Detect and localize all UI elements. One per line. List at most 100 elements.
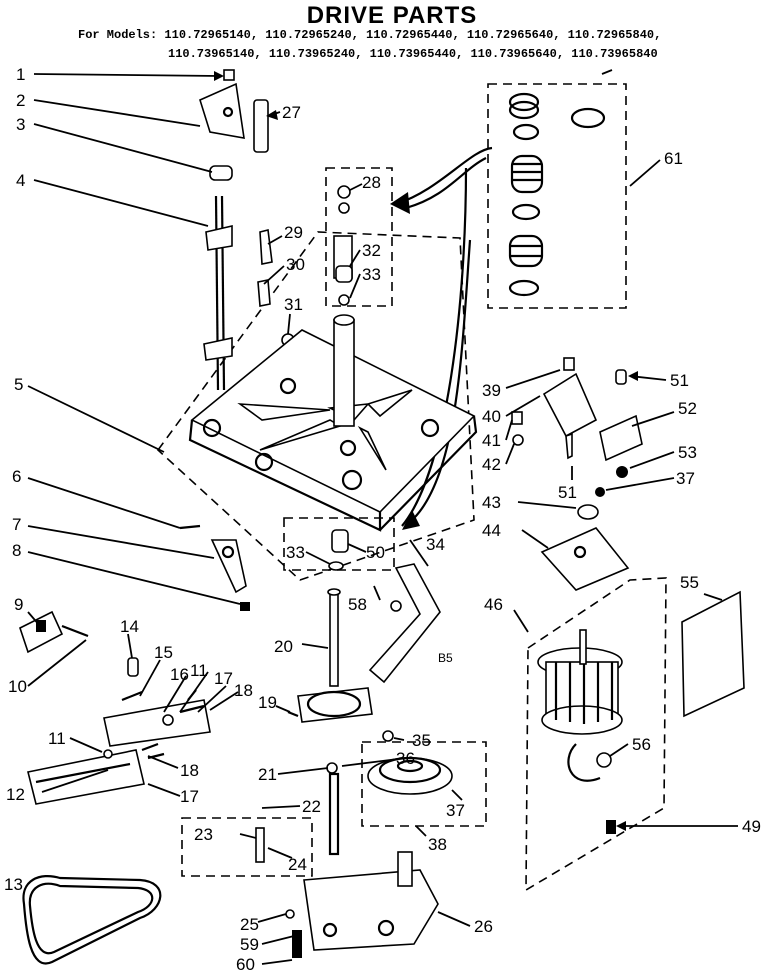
part-44-bracket	[540, 527, 630, 591]
part-50	[331, 529, 349, 553]
callout-7: 7	[12, 515, 21, 534]
part-13-belt	[22, 874, 162, 965]
callout-51-upper: 51	[670, 371, 689, 390]
callout-22: 22	[302, 797, 321, 816]
callout-38: 38	[428, 835, 447, 854]
callout-51-lower: 51	[558, 483, 577, 502]
callout-24: 24	[288, 855, 307, 874]
callout-5: 5	[14, 375, 23, 394]
curved-arrow-upper	[395, 146, 493, 206]
kit-23-box	[181, 817, 313, 877]
callout-50: 50	[366, 543, 385, 562]
kit-61-box	[487, 83, 627, 309]
callout-33-upper: 33	[362, 265, 381, 284]
callout-46: 46	[484, 595, 503, 614]
part-32	[335, 265, 353, 283]
part-20-shaft	[329, 591, 339, 687]
callout-11-upper: 11	[190, 661, 208, 680]
callout-58: 58	[348, 595, 367, 614]
callout-36: 36	[396, 749, 415, 768]
part-24-pin	[255, 827, 265, 863]
callout-16: 16	[170, 665, 189, 684]
part-16-bracket	[103, 699, 211, 747]
part-39	[563, 357, 575, 371]
part-15	[121, 690, 143, 702]
callout-31: 31	[284, 295, 303, 314]
center-post	[333, 319, 355, 427]
callout-34: 34	[426, 535, 445, 554]
callout-18-lower: 18	[180, 761, 199, 780]
callout-52: 52	[678, 399, 697, 418]
callout-28: 28	[362, 173, 381, 192]
callout-13: 13	[4, 875, 23, 894]
callout-42: 42	[482, 455, 501, 474]
callout-20: 20	[274, 637, 293, 656]
part-49-bolt	[606, 820, 616, 834]
callout-15: 15	[154, 643, 173, 662]
part-30	[257, 279, 271, 307]
callout-37-lower: 37	[446, 801, 465, 820]
callout-17-lower: 17	[180, 787, 199, 806]
arrow-head-upper	[390, 192, 410, 214]
motor-assembly-box	[525, 577, 667, 892]
callout-8: 8	[12, 541, 21, 560]
model-list-line-1: For Models: 110.72965140, 110.72965240, …	[78, 28, 662, 42]
leader-lines	[27, 69, 738, 965]
callout-39: 39	[482, 381, 501, 400]
callout-49: 49	[742, 817, 761, 836]
callout-17-upper: 17	[214, 669, 233, 688]
callout-61: 61	[664, 149, 683, 168]
callout-30: 30	[286, 255, 305, 274]
part-43	[577, 504, 599, 520]
callout-23: 23	[194, 825, 213, 844]
part-51-upper	[615, 369, 627, 385]
callout-55: 55	[680, 573, 699, 592]
diagram-code: B5	[438, 651, 453, 665]
arrow-head-lower	[402, 510, 420, 530]
part-55-cover	[681, 590, 745, 718]
callout-25: 25	[240, 915, 259, 934]
kit-61-parts	[508, 92, 606, 297]
callout-10: 10	[8, 677, 27, 696]
left-linkage-assembly	[179, 69, 250, 611]
callout-3: 3	[16, 115, 25, 134]
part-33-upper	[338, 294, 350, 306]
callout-6: 6	[12, 467, 21, 486]
callout-2: 2	[16, 91, 25, 110]
callout-33-lower: 33	[286, 543, 305, 562]
part-36	[326, 762, 338, 774]
callout-27: 27	[282, 103, 301, 122]
part-41	[511, 411, 523, 425]
part-40-bracket	[542, 372, 598, 438]
base-plate	[188, 329, 478, 532]
part-28	[337, 185, 351, 199]
part-42	[512, 434, 524, 446]
part-29	[259, 229, 273, 265]
part-56	[596, 752, 612, 768]
callout-14: 14	[120, 617, 139, 636]
callout-19: 19	[258, 693, 277, 712]
part-37-nut	[595, 487, 605, 497]
part-60-bolt	[292, 930, 302, 958]
callout-37-right: 37	[676, 469, 695, 488]
callout-44: 44	[482, 521, 501, 540]
callout-60: 60	[236, 955, 255, 974]
callout-29: 29	[284, 223, 303, 242]
callout-41: 41	[482, 431, 501, 450]
callout-40: 40	[482, 407, 501, 426]
part-27-sleeve	[253, 99, 269, 153]
diagram-title: DRIVE PARTS	[306, 2, 478, 29]
callout-4: 4	[16, 171, 25, 190]
callout-59: 59	[240, 935, 259, 954]
model-list-line-2: 110.73965140, 110.73965240, 110.73965440…	[168, 47, 658, 61]
callout-18-upper: 18	[234, 681, 253, 700]
callout-56: 56	[632, 735, 651, 754]
callout-21: 21	[258, 765, 277, 784]
callout-53: 53	[678, 443, 697, 462]
callout-35: 35	[412, 731, 431, 750]
callout-11-lower: 11	[48, 729, 66, 748]
callout-12: 12	[6, 785, 25, 804]
callout-9: 9	[14, 595, 23, 614]
part-14	[127, 657, 139, 677]
